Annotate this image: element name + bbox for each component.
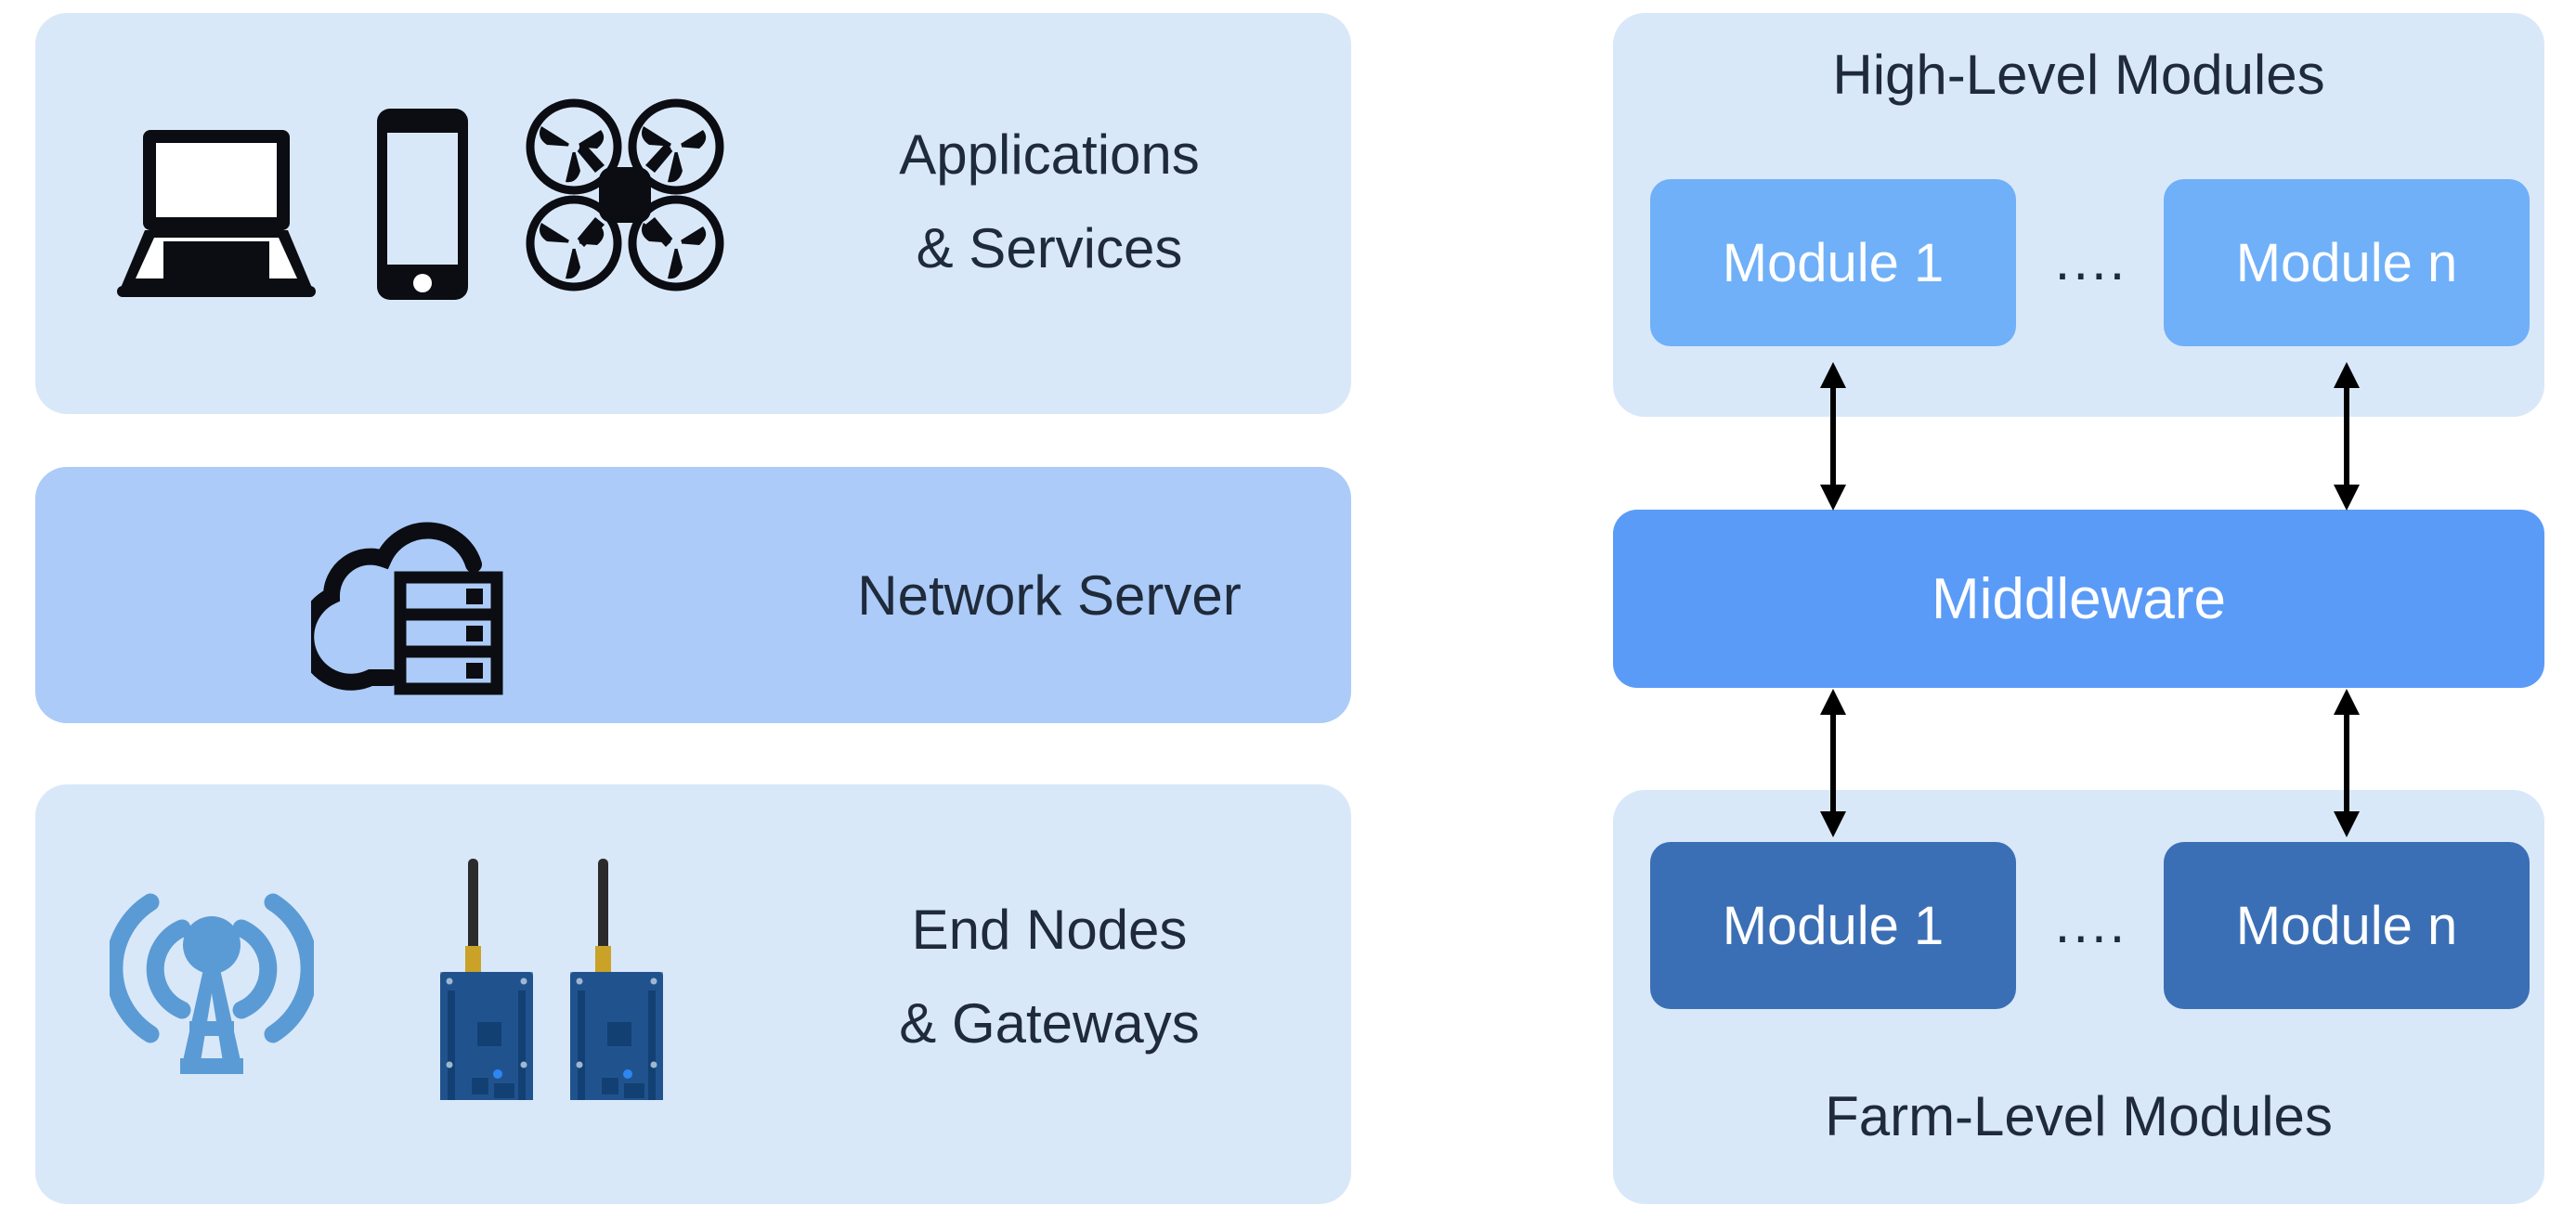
lora-board-icon: [440, 859, 533, 1100]
double-arrow-icon: [1820, 689, 1846, 837]
laptop-icon: [117, 130, 316, 297]
farm-level-modules-title: Farm-Level Modules: [1825, 1085, 2333, 1147]
high-level-modules-title: High-Level Modules: [1832, 44, 2325, 106]
farm-level-modules-ellipsis: ....: [2054, 892, 2128, 954]
high-level-module-1[interactable]: Module 1: [1650, 179, 2016, 346]
farm-level-module-1[interactable]: Module 1: [1650, 842, 2016, 1009]
applications-label-line2: & Services: [916, 217, 1183, 280]
high-level-modules-ellipsis: ....: [2054, 229, 2128, 291]
drone-icon: [526, 98, 724, 291]
panel-network-server-label: Network Server: [789, 562, 1309, 629]
double-arrow-icon: [2334, 689, 2360, 837]
panel-end-nodes-label: End Nodes & Gateways: [789, 896, 1309, 1057]
end-nodes-label-line2: & Gateways: [899, 992, 1200, 1055]
panel-applications-label: Applications & Services: [789, 121, 1309, 282]
end-nodes-label-line1: End Nodes: [911, 899, 1188, 961]
panel-network-server: [35, 467, 1351, 723]
lora-board-icon: [570, 859, 663, 1100]
middleware-label: Middleware: [1931, 566, 2227, 631]
farm-level-module-n[interactable]: Module n: [2164, 842, 2530, 1009]
double-arrow-icon: [1820, 362, 1846, 511]
network-server-label: Network Server: [857, 564, 1242, 627]
high-level-module-n[interactable]: Module n: [2164, 179, 2530, 346]
double-arrow-icon: [2334, 362, 2360, 511]
cloud-server-icon: [311, 522, 503, 695]
applications-label-line1: Applications: [899, 123, 1200, 186]
smartphone-icon: [377, 109, 468, 300]
antenna-tower-icon: [110, 893, 314, 1074]
middleware-bar: [1613, 510, 2544, 688]
